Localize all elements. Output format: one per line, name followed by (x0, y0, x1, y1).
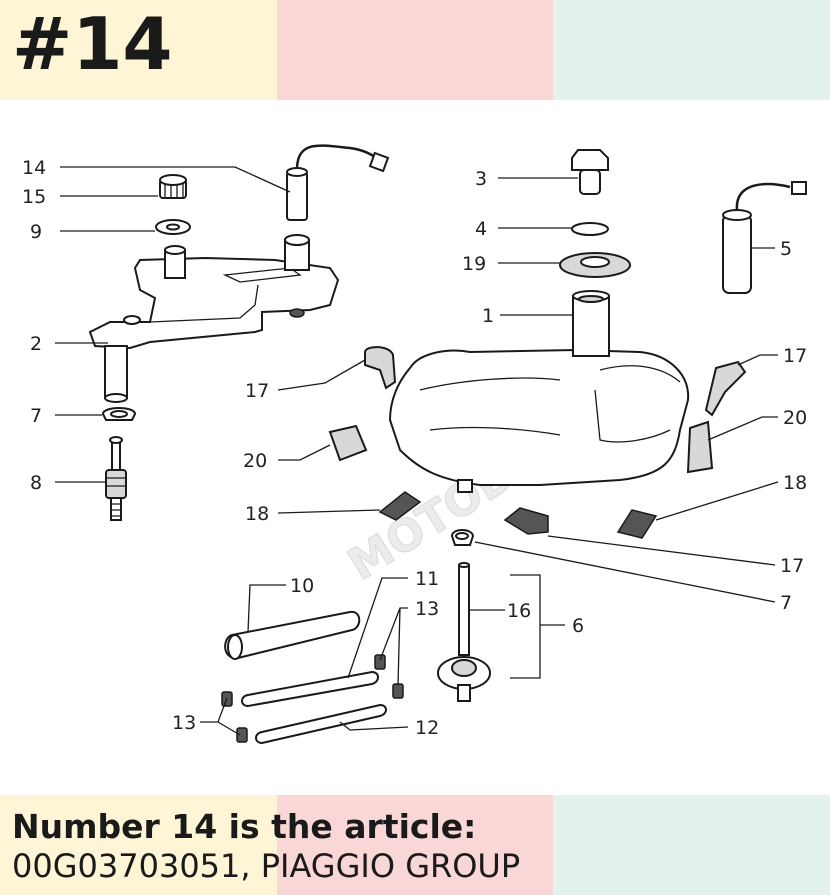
page-title: #14 (12, 2, 173, 86)
part-12-hose (255, 703, 387, 745)
callout-18: 18 (783, 472, 807, 494)
part-5-sensor (722, 181, 807, 294)
part-17-clip-right (704, 360, 747, 417)
callout-18: 18 (245, 503, 269, 525)
callout-10: 10 (290, 575, 314, 597)
callout-12: 12 (415, 717, 439, 739)
part-3-cap (571, 149, 609, 195)
part-7-clamp (101, 407, 137, 421)
callout-1: 1 (482, 305, 494, 327)
part-9-washer (155, 219, 191, 235)
callout-14: 14 (22, 157, 46, 179)
part-11-hose (241, 670, 379, 708)
callout-17: 17 (245, 380, 269, 402)
callout-2: 2 (30, 333, 42, 355)
part-17-clip (364, 346, 397, 390)
callout-3: 3 (475, 168, 487, 190)
band-yellow (0, 795, 277, 895)
callout-11: 11 (415, 568, 439, 590)
callout-15: 15 (22, 186, 46, 208)
callout-16: 16 (507, 600, 531, 622)
callout-20: 20 (783, 407, 807, 429)
part-18-pad (378, 491, 422, 521)
callout-7: 7 (780, 592, 792, 614)
callout-13: 13 (172, 712, 196, 734)
part-7-clamp-right (450, 529, 475, 546)
part-18-pad-right (616, 509, 658, 539)
header-band (0, 0, 830, 100)
part-10-hose (224, 610, 361, 660)
part-2-housing (88, 234, 340, 403)
callout-17: 17 (783, 345, 807, 367)
footer-band (0, 795, 830, 895)
part-20-pad-right (686, 420, 714, 474)
band-yellow (0, 0, 277, 100)
band-mint (553, 795, 830, 895)
caption-line-1: Number 14 is the article: (12, 807, 477, 846)
callout-7: 7 (30, 405, 42, 427)
leader-lines (55, 166, 779, 736)
part-20-pad (328, 424, 368, 462)
part-16-pickup (437, 562, 491, 702)
band-pink (276, 795, 554, 895)
callout-19: 19 (462, 253, 486, 275)
part-15-cap (159, 174, 187, 199)
callout-4: 4 (475, 218, 487, 240)
part-17-clip-lower (503, 507, 549, 535)
band-pink (276, 0, 554, 100)
callout-9: 9 (30, 221, 42, 243)
part-4-washer (571, 222, 609, 236)
part-8-valve (105, 436, 127, 521)
callout-5: 5 (780, 238, 792, 260)
band-mint (553, 0, 830, 100)
parts-diagram: MOTODIVERSE (22, 144, 807, 745)
caption-line-2: 00G03703051, PIAGGIO GROUP (12, 847, 521, 885)
part-13-clips (221, 654, 404, 743)
part-14-sensor (286, 144, 390, 221)
callout-6: 6 (572, 615, 584, 637)
callout-17: 17 (780, 555, 804, 577)
part-19-seal (559, 252, 631, 278)
callout-13: 13 (415, 598, 439, 620)
callout-20: 20 (243, 450, 267, 472)
part-1-fuel-tank (388, 290, 690, 493)
callout-8: 8 (30, 472, 42, 494)
